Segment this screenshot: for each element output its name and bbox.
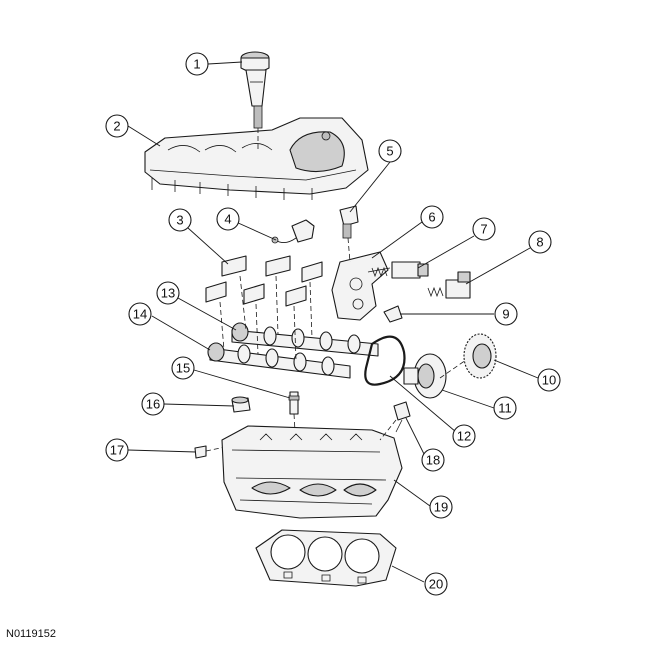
svg-text:9: 9 [502, 307, 509, 322]
retaining-clip [383, 305, 403, 323]
callout-9: 9 [494, 302, 518, 326]
oil-control-solenoid-a [367, 261, 429, 279]
head-gasket [255, 529, 397, 587]
svg-text:5: 5 [386, 144, 393, 159]
svg-text:16: 16 [146, 397, 160, 412]
vct-housing [331, 251, 389, 321]
svg-text:11: 11 [498, 401, 512, 416]
svg-text:6: 6 [428, 210, 435, 225]
camshaft-position-sensor [339, 205, 359, 239]
svg-text:13: 13 [161, 286, 175, 301]
callout-7: 7 [472, 217, 496, 241]
svg-text:10: 10 [542, 373, 556, 388]
callout-19: 19 [429, 495, 453, 519]
callout-1: 1 [185, 52, 209, 76]
ignition-coil [240, 51, 270, 129]
svg-text:1: 1 [193, 57, 200, 72]
sensor-bracket [271, 219, 315, 244]
svg-text:20: 20 [429, 577, 443, 592]
callout-15: 15 [171, 356, 195, 380]
svg-text:2: 2 [113, 119, 120, 134]
callout-5: 5 [378, 139, 402, 163]
callout-12: 12 [452, 424, 476, 448]
cylinder-head [221, 425, 403, 519]
callout-18: 18 [421, 448, 445, 472]
svg-text:7: 7 [480, 222, 487, 237]
valve-cover [144, 117, 369, 200]
figure-id: N0119152 [6, 628, 56, 640]
svg-text:3: 3 [176, 213, 183, 228]
svg-text:8: 8 [536, 235, 543, 250]
leader-lines [127, 61, 539, 583]
sealing-plug [231, 396, 251, 413]
callout-2: 2 [105, 114, 129, 138]
callout-17: 17 [105, 438, 129, 462]
callout-16: 16 [141, 392, 165, 416]
svg-text:4: 4 [224, 212, 231, 227]
callout-6: 6 [420, 205, 444, 229]
callout-11: 11 [493, 396, 517, 420]
callout-10: 10 [537, 368, 561, 392]
callout-13: 13 [156, 281, 180, 305]
timing-chain [364, 335, 406, 386]
camshafts [207, 322, 379, 379]
callout-20: 20 [424, 572, 448, 596]
svg-text:17: 17 [110, 443, 124, 458]
callout-3: 3 [168, 208, 192, 232]
callout-4: 4 [216, 207, 240, 231]
camshaft-sprocket [463, 333, 497, 379]
svg-text:19: 19 [434, 500, 448, 515]
temperature-sensor [393, 401, 411, 433]
svg-text:18: 18 [426, 453, 440, 468]
oil-control-solenoid-b [427, 271, 471, 299]
svg-text:15: 15 [176, 361, 190, 376]
svg-text:14: 14 [133, 307, 147, 322]
callout-14: 14 [128, 302, 152, 326]
vct-unit [403, 353, 447, 399]
svg-text:12: 12 [457, 429, 471, 444]
callout-8: 8 [528, 230, 552, 254]
camshaft-caps [205, 255, 323, 307]
